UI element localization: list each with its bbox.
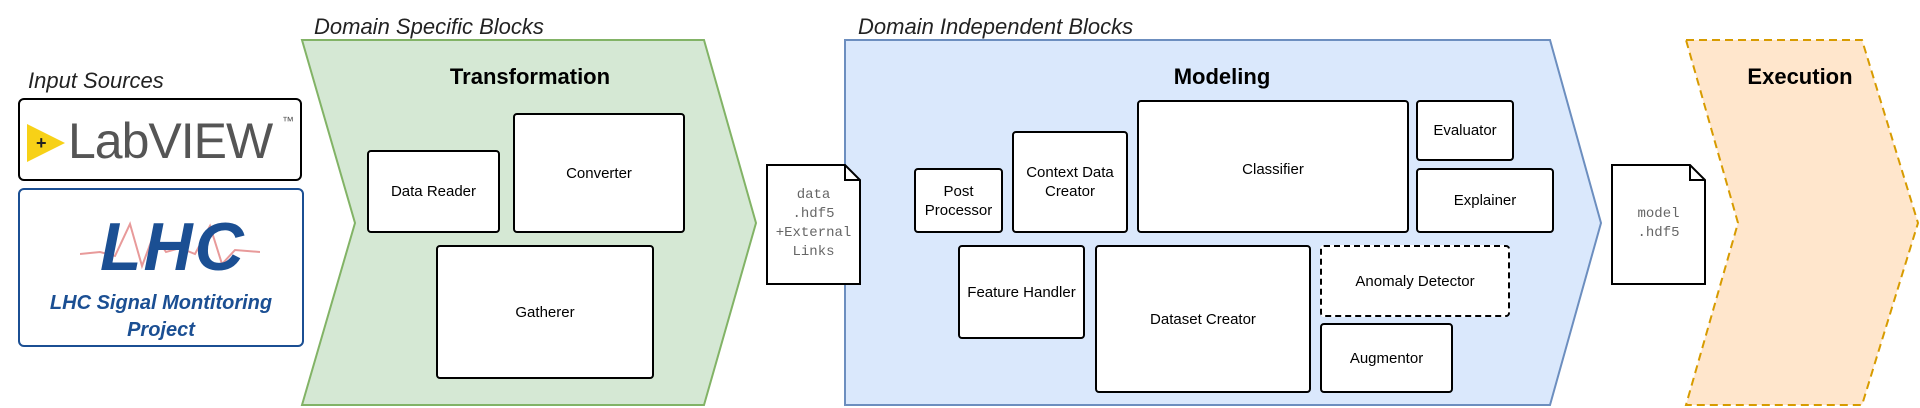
model-file-label: model .hdf5 — [1637, 206, 1680, 241]
data-reader-block: Data Reader — [367, 150, 500, 233]
input-sources-label: Input Sources — [28, 68, 164, 93]
svg-text:+: + — [36, 133, 47, 153]
augmentor-block: Augmentor — [1320, 323, 1453, 393]
context-data-creator-block: Context Data Creator — [1012, 131, 1128, 233]
gatherer-block: Gatherer — [436, 245, 654, 379]
explainer-block: Explainer — [1416, 168, 1554, 233]
modeling-title: Modeling — [1173, 64, 1271, 89]
labview-logo-icon: + — [27, 124, 65, 162]
classifier-block: Classifier — [1137, 100, 1409, 233]
lhc-caption: LHC Signal Montitoring Project — [49, 292, 273, 341]
domain-independent-label: Domain Independent Blocks — [858, 14, 1134, 39]
lhc-source: LHC LHC Signal Montitoring Project — [18, 188, 304, 347]
labview-logo-text: LabVIEW — [68, 113, 273, 169]
domain-specific-label: Domain Specific Blocks — [314, 14, 544, 39]
converter-block: Converter — [513, 113, 685, 233]
post-processor-block: Post Processor — [914, 168, 1003, 233]
anomaly-detector-block: Anomaly Detector — [1320, 245, 1510, 317]
labview-trademark: ™ — [282, 114, 294, 128]
transformation-title: Transformation — [449, 64, 611, 89]
execution-chevron — [1684, 39, 1920, 406]
model-file-icon — [1611, 164, 1706, 285]
feature-handler-block: Feature Handler — [958, 245, 1085, 339]
lhc-logo: LHC — [100, 209, 246, 285]
data-file-icon — [766, 164, 861, 285]
data-file-label: data .hdf5 +External Links — [775, 187, 852, 260]
dataset-creator-block: Dataset Creator — [1095, 245, 1311, 393]
execution-title: Execution — [1747, 64, 1853, 89]
lhc-signal-icon — [80, 221, 260, 270]
labview-source: + LabVIEW ™ — [18, 98, 302, 181]
evaluator-block: Evaluator — [1416, 100, 1514, 161]
